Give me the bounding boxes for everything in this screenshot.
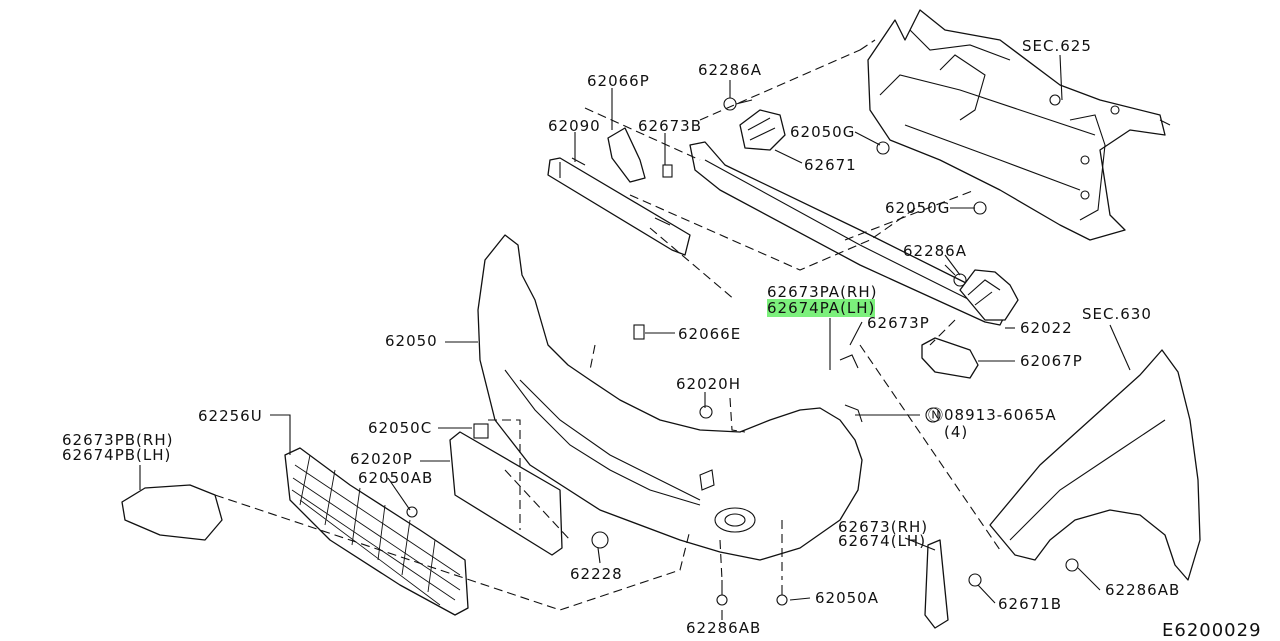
label-62674pb-lh: 62674PB(LH) [62,446,172,464]
label-62022: 62022 [1020,319,1073,337]
assembly-dashed-lines [214,39,1001,611]
label-62674-lh: 62674(LH) [838,532,927,550]
label-62674pa-lh: 62674PA(LH) [767,299,876,317]
label-62050g-1: 62050G [790,123,856,141]
label-62066e: 62066E [678,325,742,343]
bracket-62066p [607,127,646,183]
license-plate-bracket [449,431,563,556]
label-08913: Ⓝ08913-6065A [928,406,1057,424]
label-62286ab-bottom: 62286AB [686,619,762,637]
label-62090: 62090 [548,117,601,135]
label-62050: 62050 [385,332,438,350]
label-62673p: 62673P [867,314,930,332]
side-bracket-62673 [924,539,949,629]
bumper-reinforcement [689,109,1019,326]
label-62286a-top: 62286A [698,61,762,79]
label-62050ab: 62050AB [358,469,434,487]
fasteners [406,97,1079,606]
label-62286ab-right: 62286AB [1105,581,1181,599]
label-62067p: 62067P [1020,352,1083,370]
highlighted-part-number: 62674PA(LH) [767,299,876,317]
grille-mesh [284,447,469,616]
radiator-core-support [867,9,1171,241]
label-62020h: 62020H [676,375,741,393]
label-62286a-mid: 62286A [903,242,967,260]
label-08913-qty: (4) [944,423,969,441]
label-62228: 62228 [570,565,623,583]
diagram-code: E6200029 [1162,620,1262,641]
bracket-62067p [921,337,979,379]
label-62673-rh: 62673(RH) [838,518,929,536]
side-bracket-62673pb [121,484,223,541]
label-62050g-2: 62050G [885,199,951,217]
label-62671b: 62671B [998,595,1063,613]
label-62673pb-rh: 62673PB(RH) [62,431,174,449]
energy-absorber [547,157,691,256]
label-62671: 62671 [804,156,857,174]
label-sec630: SEC.630 [1082,305,1152,323]
label-62673pa-rh: 62673PA(RH) [767,283,878,301]
label-62066p: 62066P [587,72,650,90]
leader-lines [139,54,1131,620]
label-sec625: SEC.625 [1022,37,1092,55]
label-62050c: 62050C [368,419,433,437]
fender [989,349,1201,581]
label-62020p: 62020P [350,450,413,468]
label-62673b: 62673B [638,117,703,135]
bumper-fascia [477,234,863,561]
label-62050a: 62050A [815,589,879,607]
label-08913-text: 08913-6065A [944,406,1057,424]
label-62256u: 62256U [198,407,263,425]
